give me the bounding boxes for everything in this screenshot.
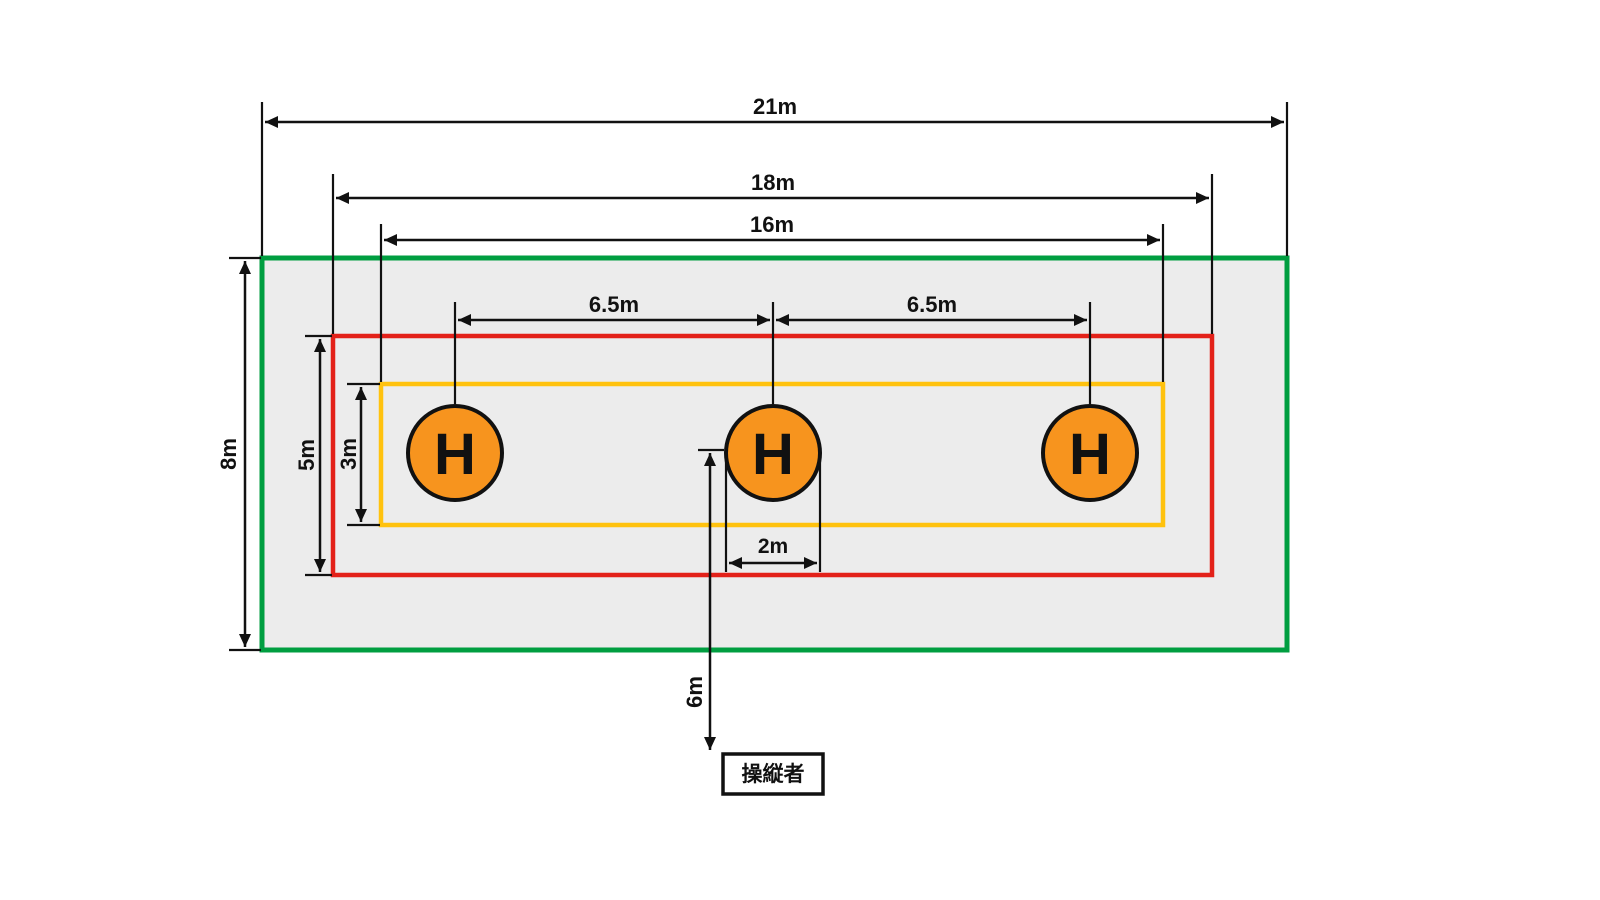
helipads: H H H xyxy=(406,404,1139,502)
operator-box xyxy=(721,752,825,796)
helipad-h-label-right: H xyxy=(1069,422,1111,487)
operator-label: 操縦者 xyxy=(742,762,805,786)
dimension-21m: 21m xyxy=(260,94,1289,256)
dim-label-21m: 21m xyxy=(753,94,797,119)
dim-label-5m: 5m xyxy=(294,439,319,471)
dim-label-3m: 3m xyxy=(336,438,361,470)
helipad-circle-right xyxy=(1041,404,1139,502)
dimension-2m: 2m xyxy=(724,455,822,572)
helipad-h-label-left: H xyxy=(434,422,476,487)
dim-label-18m: 18m xyxy=(751,170,795,195)
dimension-18m: 18m xyxy=(331,170,1214,334)
helipad-h-label-center: H xyxy=(752,422,794,487)
operator: 操縦者 xyxy=(721,752,825,796)
helipad-circle-left xyxy=(406,404,504,502)
dimension-8m: 8m xyxy=(216,256,261,652)
dim-label-6-5m-right: 6.5m xyxy=(907,292,957,317)
dimension-6m: 6m xyxy=(682,448,724,750)
dim-label-2m: 2m xyxy=(758,535,788,558)
dim-label-8m: 8m xyxy=(216,438,241,470)
dim-label-6-5m-left: 6.5m xyxy=(589,292,639,317)
helipad-circle-center xyxy=(724,404,822,502)
dim-label-16m: 16m xyxy=(750,212,794,237)
dimension-3m: 3m xyxy=(336,382,380,527)
dim-label-6m: 6m xyxy=(682,676,707,708)
dimension-helipad-spacing: 6.5m 6.5m xyxy=(453,292,1092,404)
dimension-16m: 16m xyxy=(379,212,1165,382)
dimension-5m: 5m xyxy=(294,334,332,577)
